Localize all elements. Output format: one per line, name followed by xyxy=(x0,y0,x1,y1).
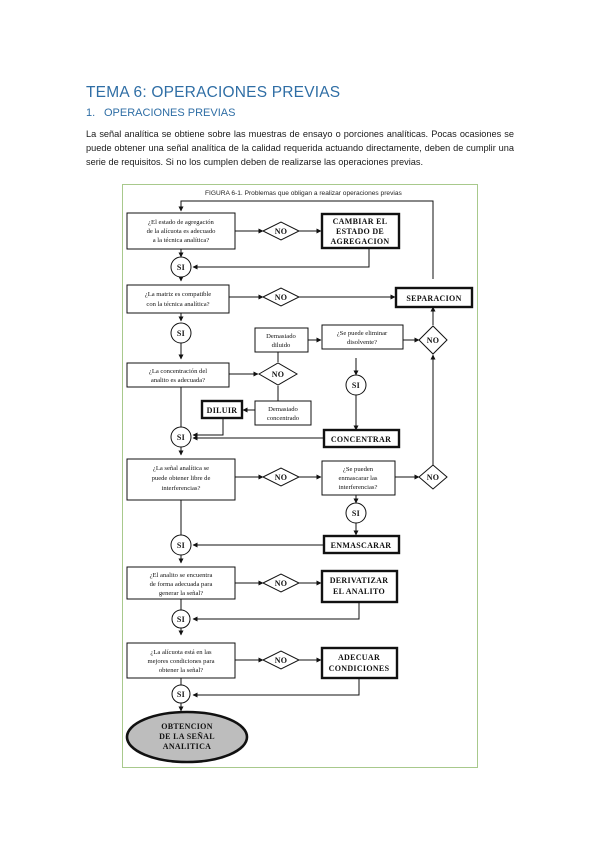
si-label: SI xyxy=(177,615,185,624)
si-node: SI xyxy=(170,322,192,344)
si-label: SI xyxy=(177,690,185,699)
decision-no-conditions: NO xyxy=(261,650,301,670)
question-line: ¿El estado de agregación xyxy=(148,219,214,226)
action-box-derivatize: DERIVATIZAR EL ANALITO xyxy=(320,569,399,604)
action-box-separation: SEPARACION xyxy=(394,286,474,309)
intro-paragraph: La señal analítica se obtiene sobre las … xyxy=(86,129,514,167)
action-line: CAMBIAR EL xyxy=(333,217,388,226)
state-line: diluido xyxy=(272,342,291,349)
question-line: ¿La señal analítica se xyxy=(153,465,209,472)
state-line: Demasiado xyxy=(268,406,298,413)
action-line: CONDICIONES xyxy=(329,664,390,673)
result-line: ANALITICA xyxy=(163,742,212,751)
section-title: OPERACIONES PREVIAS xyxy=(104,107,236,119)
si-label: SI xyxy=(177,263,185,272)
si-label: SI xyxy=(177,329,185,338)
question-line: mejores condiciones para xyxy=(147,658,214,665)
si-node: SI xyxy=(171,684,191,704)
question-line: ¿La alícuota está en las xyxy=(150,649,212,656)
si-node: SI xyxy=(345,374,367,396)
question-box-remove-solvent: ¿Se puede eliminar disolvente? xyxy=(321,324,404,350)
question-box-interferences: ¿La señal analítica se puede obtener lib… xyxy=(126,458,236,501)
action-box-concentrate: CONCENTRAR xyxy=(322,428,401,449)
figure-caption: FIGURA 6-1. Problemas que obligan a real… xyxy=(205,190,403,197)
no-label: NO xyxy=(275,579,288,588)
question-line: disolvente? xyxy=(347,339,377,346)
flowchart-diagram: FIGURA 6-1. Problemas que obligan a real… xyxy=(125,190,474,764)
question-line: con la técnica analítica? xyxy=(146,301,209,308)
action-line: EL ANALITO xyxy=(333,587,385,596)
no-label: NO xyxy=(275,656,288,665)
question-line: ¿Se pueden xyxy=(343,466,374,473)
flow-connectors xyxy=(178,200,436,712)
action-label: CONCENTRAR xyxy=(331,435,391,444)
result-line: DE LA SEÑAL xyxy=(159,732,215,741)
question-line: ¿La concentración del xyxy=(149,368,207,375)
question-line: de forma adecuada para xyxy=(150,581,213,588)
si-label: SI xyxy=(177,433,185,442)
action-label: ENMASCARAR xyxy=(331,541,392,550)
action-line: ESTADO DE xyxy=(336,227,384,236)
action-box-mask: ENMASCARAR xyxy=(322,534,401,555)
state-box-concentrated: Demasiado concentrado xyxy=(254,400,312,426)
result-ellipse: OBTENCION DE LA SEÑAL ANALITICA xyxy=(125,710,249,764)
question-line: enmascarar las xyxy=(339,475,378,482)
question-line: a la técnica analítica? xyxy=(153,237,210,244)
no-label: NO xyxy=(427,336,440,345)
question-box-analyte-form: ¿El analito se encuentra de forma adecua… xyxy=(126,566,236,600)
page-title: TEMA 6: OPERACIONES PREVIAS xyxy=(86,84,341,101)
decision-no-concentration: NO xyxy=(258,362,298,386)
question-box-aggregation: ¿El estado de agregación de la alícuota … xyxy=(126,212,236,250)
question-line: interferencias? xyxy=(162,485,201,492)
si-label: SI xyxy=(352,509,360,518)
question-line: puede obtener libre de xyxy=(152,475,211,482)
question-box-matrix: ¿La matriz es compatible con la técnica … xyxy=(126,284,230,314)
action-box-dilute: DILUIR xyxy=(200,399,244,420)
question-line: ¿Se puede eliminar xyxy=(337,330,388,337)
decision-no-analyte-form: NO xyxy=(261,573,301,593)
action-line: ADECUAR xyxy=(338,653,380,662)
si-node: SI xyxy=(345,502,367,524)
decision-no-aggregation: NO xyxy=(261,221,301,241)
no-label: NO xyxy=(427,473,440,482)
action-line: DERIVATIZAR xyxy=(330,576,389,585)
question-line: generar la señal? xyxy=(159,590,203,597)
no-label: NO xyxy=(275,227,288,236)
si-node: SI xyxy=(170,426,192,448)
state-line: Demasiado xyxy=(266,333,296,340)
no-label: NO xyxy=(272,370,285,379)
action-line: AGREGACION xyxy=(330,237,389,246)
action-box-adjust-conditions: ADECUAR CONDICIONES xyxy=(320,646,399,680)
flowchart-figure: FIGURA 6-1. Problemas que obligan a real… xyxy=(122,184,478,768)
question-line: obtener la señal? xyxy=(159,667,203,674)
action-label: DILUIR xyxy=(207,406,238,415)
no-label: NO xyxy=(275,473,288,482)
decision-no-matrix: NO xyxy=(261,287,301,307)
question-line: ¿El analito se encuentra xyxy=(150,572,213,579)
state-box-diluted: Demasiado diluido xyxy=(254,327,309,353)
si-label: SI xyxy=(352,381,360,390)
result-line: OBTENCION xyxy=(161,722,213,731)
question-line: analito es adecuada? xyxy=(151,377,205,384)
state-line: concentrado xyxy=(267,415,300,422)
no-label: NO xyxy=(275,293,288,302)
question-line: ¿La matriz es compatible xyxy=(145,291,212,298)
decision-no-mask: NO xyxy=(418,464,448,490)
question-box-concentration: ¿La concentración del analito es adecuad… xyxy=(126,362,230,388)
decision-no-solvent: NO xyxy=(418,325,448,355)
question-line: interferencias? xyxy=(339,484,378,491)
question-line: de la alícuota es adecuado xyxy=(147,228,217,235)
action-box-change-state: CAMBIAR EL ESTADO DE AGREGACION xyxy=(320,212,401,250)
question-box-conditions: ¿La alícuota está en las mejores condici… xyxy=(126,642,236,679)
section-number: 1. xyxy=(86,107,96,119)
si-label: SI xyxy=(177,541,185,550)
si-node: SI xyxy=(170,534,192,556)
si-node: SI xyxy=(170,256,192,278)
si-node: SI xyxy=(171,609,191,629)
action-label: SEPARACION xyxy=(406,294,461,303)
question-box-mask-interferences: ¿Se pueden enmascarar las interferencias… xyxy=(321,460,396,496)
decision-no-interferences: NO xyxy=(261,467,301,487)
section-heading: 1. OPERACIONES PREVIAS xyxy=(86,107,235,119)
